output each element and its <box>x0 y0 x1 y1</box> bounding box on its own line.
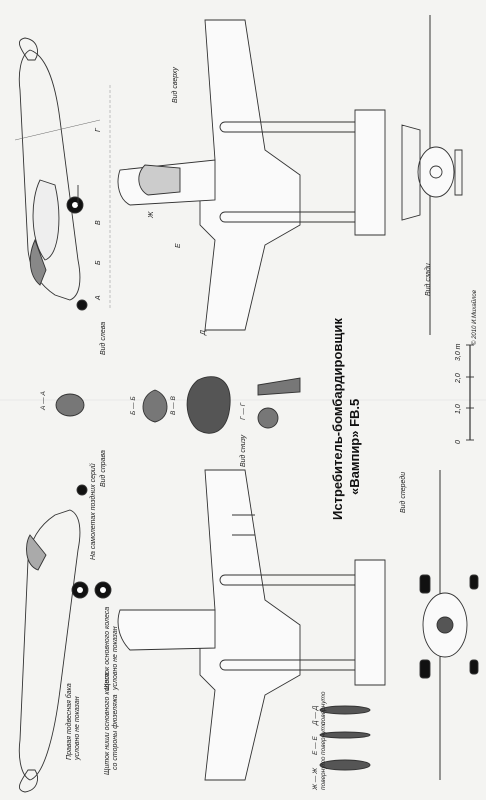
tailplane <box>354 109 386 236</box>
scale-tick-3: 3,0 m <box>455 343 462 361</box>
side-view-left <box>14 37 101 311</box>
section-a-label: А — А <box>40 391 47 410</box>
label-bottom-view: Вид снизу <box>240 434 247 467</box>
section-g-shape <box>257 407 279 429</box>
fin <box>18 37 38 61</box>
nacelle <box>32 179 60 261</box>
note-wheel-well-1: Щиток ниши основного колеса <box>104 672 111 775</box>
side-view-right <box>18 484 112 793</box>
top-canopy <box>138 164 181 196</box>
note-gear-door-2: условно не показан <box>112 626 119 690</box>
scale-bar <box>466 344 474 441</box>
front-view <box>419 470 479 780</box>
note-wheel-well-2: со стороны фюзеляжа <box>112 694 119 770</box>
station-letter-v: В <box>95 220 102 225</box>
small-sections <box>319 705 371 771</box>
label-front-view: Вид спереди <box>400 471 407 513</box>
label-left-view: Вид слева <box>100 321 107 355</box>
title-line1: Истребитель-бомбардировщик <box>330 318 345 520</box>
fin-right <box>18 769 38 793</box>
credit: © 2010 И.Михайлов <box>472 290 478 345</box>
section-zh-sub: повернуто <box>320 756 327 790</box>
section-b-label: Б — Б <box>130 396 137 415</box>
scale-tick-0: 0 <box>455 440 462 444</box>
section-d-label: Д — Д <box>312 705 319 725</box>
section-b-shape <box>142 389 168 423</box>
scale-tick-1: 1,0 <box>455 404 462 414</box>
station-letter-a: А <box>95 295 102 300</box>
station-letter-g: Г <box>95 128 102 132</box>
note-right-tank-2: условно не показан <box>74 696 81 760</box>
label-top-view: Вид сверху <box>172 67 179 103</box>
bottom-view <box>117 469 386 781</box>
label-rear-view: Вид сзади <box>425 263 432 296</box>
cockpit-canopy <box>29 238 47 286</box>
station-letter-zh: Ж <box>148 211 155 218</box>
cross-sections <box>55 376 301 434</box>
note-late-series: На самолетах поздних серий <box>90 463 97 560</box>
station-letter-e: Е <box>175 243 182 248</box>
station-letter-d: Д <box>200 330 207 335</box>
section-e-sub: повернуто <box>320 721 327 755</box>
section-d-sub: повернуто <box>320 691 327 725</box>
rear-view <box>401 15 463 335</box>
title-line2: «Вампир» FB.5 <box>347 398 362 495</box>
section-a-shape <box>55 393 85 417</box>
section-v-label: В — В <box>170 396 177 415</box>
scale-tick-2: 2,0 <box>455 373 462 383</box>
note-right-tank-1: Правая подвесная бака <box>66 683 73 760</box>
nose-wheel <box>76 299 88 311</box>
top-view <box>109 19 386 331</box>
label-right-view: Вид справа <box>100 450 107 487</box>
section-zh-label: Ж — Ж <box>312 767 319 790</box>
section-g-label: Г — Г <box>240 402 247 420</box>
section-e-label: Е — Е <box>312 736 319 755</box>
section-v-shape <box>186 376 231 434</box>
station-letter-b: Б <box>95 260 102 265</box>
